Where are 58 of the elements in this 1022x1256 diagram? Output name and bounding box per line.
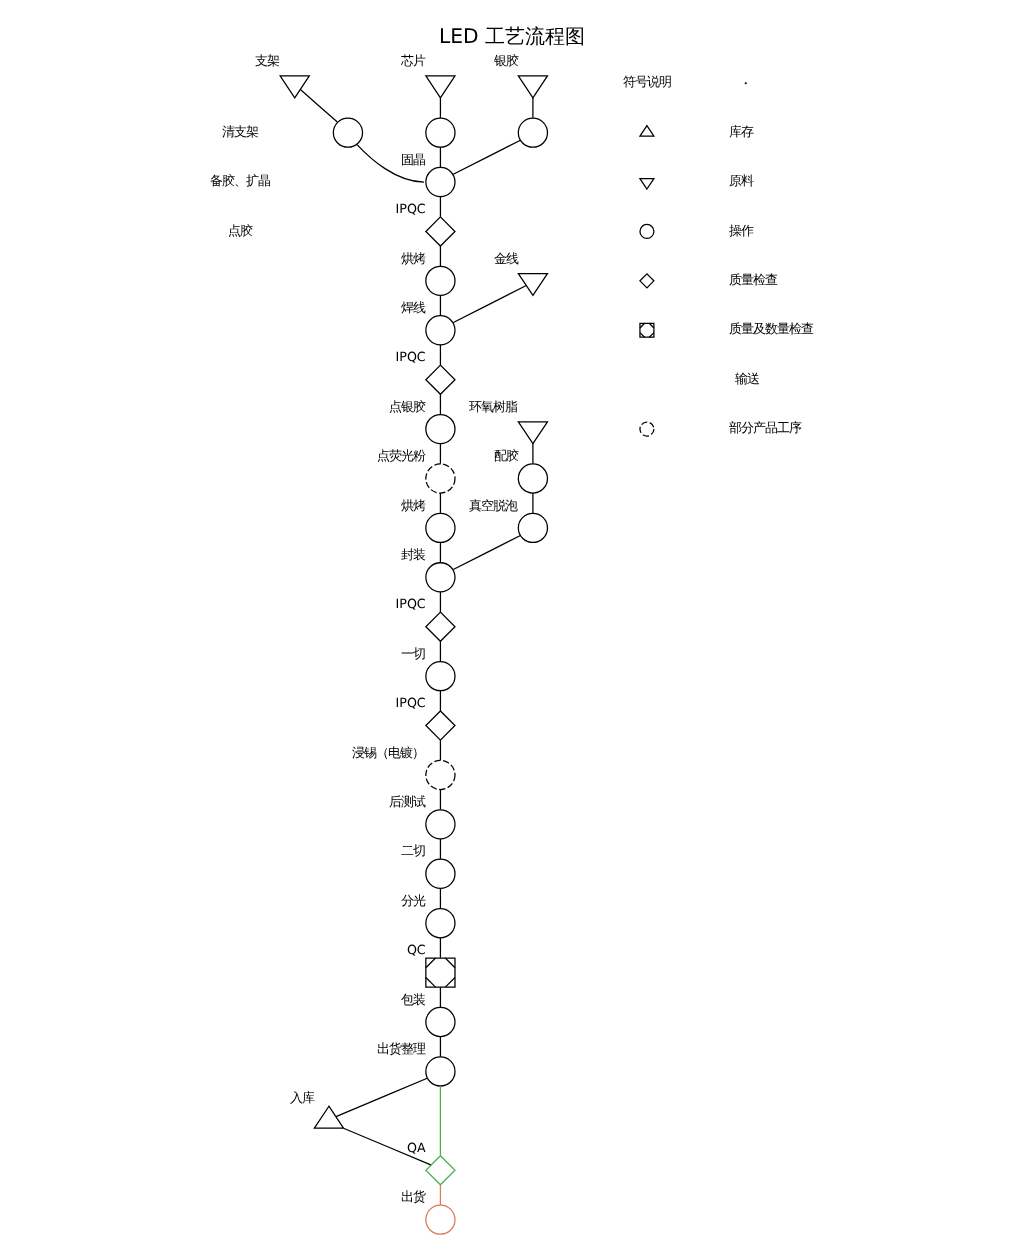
- connector: [298, 88, 337, 123]
- node-circle: [424, 413, 455, 445]
- node-circle: [424, 1006, 455, 1038]
- node-circle: [424, 562, 455, 593]
- node-circle: [424, 1204, 455, 1235]
- connector: [341, 1127, 431, 1166]
- node-circle: [516, 117, 548, 148]
- node-circle: [516, 463, 548, 494]
- connector: [438, 1035, 441, 1058]
- connector: [531, 97, 533, 119]
- connector: [438, 195, 441, 218]
- node-circle: [424, 858, 455, 889]
- connector: [438, 838, 441, 860]
- connector: [438, 443, 441, 465]
- connector: [438, 245, 441, 267]
- connector: [451, 534, 521, 571]
- connector: [438, 739, 441, 761]
- node-diamond: [423, 364, 455, 396]
- connector: [438, 344, 441, 366]
- node-circle: [424, 166, 455, 198]
- node-diamond: [423, 216, 455, 247]
- connector: [438, 294, 441, 317]
- node-circle: [424, 1056, 455, 1087]
- node-diamond: [423, 710, 455, 741]
- node-diamond: [423, 1154, 455, 1186]
- connector: [531, 492, 533, 514]
- connector: [531, 443, 533, 465]
- connector: [438, 492, 441, 514]
- connector: [438, 146, 441, 168]
- node-circle: [424, 512, 455, 544]
- connector: [438, 788, 441, 811]
- node-diamond: [423, 611, 455, 643]
- node-circle: [424, 117, 455, 148]
- connector: [451, 284, 526, 324]
- connector: [438, 640, 441, 662]
- connector: [438, 986, 441, 1008]
- connector: [438, 1085, 441, 1156]
- node-circle: [424, 265, 455, 297]
- node-circle: [516, 512, 548, 544]
- node-circle: [424, 660, 455, 692]
- connector: [438, 887, 441, 910]
- connector: [438, 591, 441, 613]
- node-circle: [424, 908, 455, 939]
- node-circle: [331, 117, 363, 148]
- connector: [438, 937, 441, 959]
- connector: [438, 393, 441, 415]
- node-circle: [424, 809, 455, 840]
- connector: [334, 1077, 427, 1118]
- connector: [438, 1184, 441, 1206]
- connector: [355, 143, 424, 183]
- node-circle: [424, 315, 455, 346]
- connector: [438, 690, 441, 712]
- connector: [438, 541, 441, 564]
- diagram-title: LED 工艺流程图: [437, 27, 585, 50]
- connector: [451, 139, 521, 175]
- connector: [438, 97, 441, 119]
- node-circle: [424, 463, 455, 494]
- node-circle: [424, 759, 455, 791]
